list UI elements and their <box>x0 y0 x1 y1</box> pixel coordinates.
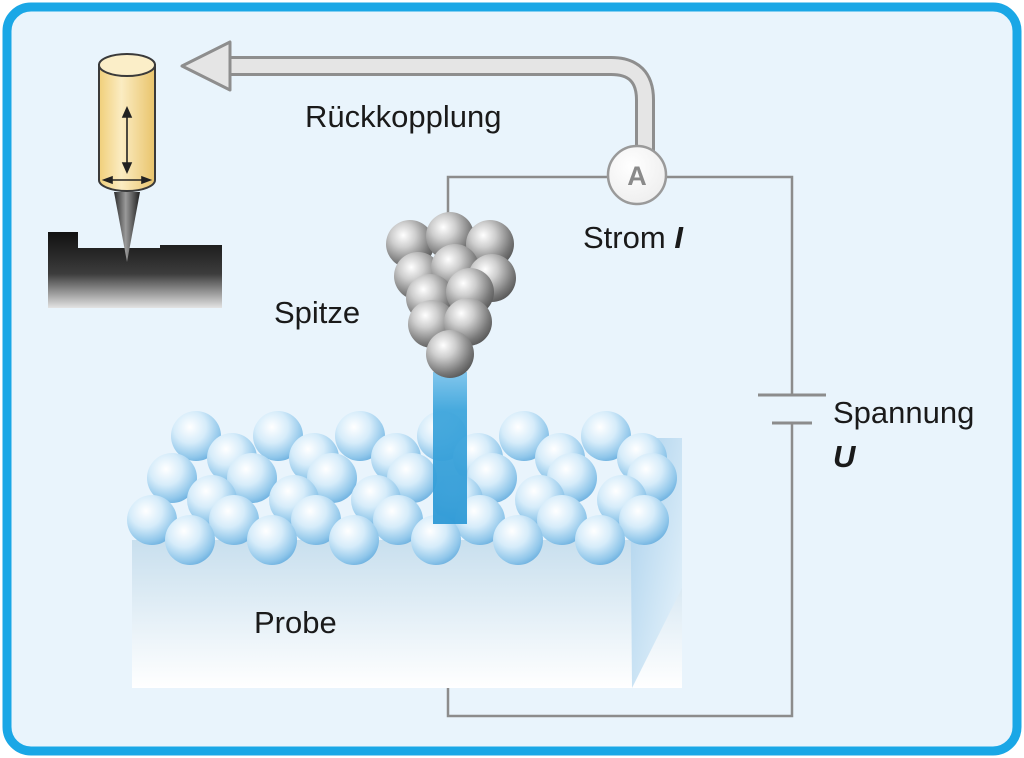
scan-surface <box>48 232 222 308</box>
ammeter-circle <box>606 144 668 206</box>
surface-atom <box>335 411 385 461</box>
surface-atom <box>227 453 277 503</box>
sample-front-face <box>132 540 682 688</box>
surface-atom <box>387 453 437 503</box>
current-symbol: I <box>674 220 684 255</box>
surface-atom <box>307 453 357 503</box>
surface-atom <box>171 411 221 461</box>
surface-atom <box>575 515 625 565</box>
current-label: Strom I <box>583 220 684 255</box>
scanner-needle <box>114 192 140 262</box>
surface-atom <box>329 515 379 565</box>
surface-atom <box>127 495 177 545</box>
current-label-text: Strom <box>583 220 666 255</box>
surface-atom <box>147 453 197 503</box>
surface-atom <box>247 515 297 565</box>
feedback-label: Rückkopplung <box>305 99 501 134</box>
surface-atom <box>165 515 215 565</box>
surface-atom <box>209 495 259 545</box>
voltage-source-symbol <box>758 393 826 425</box>
sample-label: Probe <box>254 605 337 640</box>
surface-atom <box>291 495 341 545</box>
surface-atom <box>455 495 505 545</box>
surface-atom <box>373 495 423 545</box>
tip-label: Spitze <box>274 295 360 330</box>
piezo-scanner-icon <box>48 53 222 308</box>
surface-atom <box>619 495 669 545</box>
surface-atom <box>253 411 303 461</box>
surface-atom <box>411 515 461 565</box>
ammeter: A <box>606 144 668 206</box>
tip-atom <box>466 220 514 268</box>
sample-surface-atoms <box>127 411 677 565</box>
surface-atom <box>537 495 587 545</box>
voltage-label: Spannung <box>833 395 974 430</box>
surface-atom <box>581 411 631 461</box>
tip-atoms <box>386 212 516 378</box>
feedback-arrow <box>180 40 655 152</box>
ammeter-label: A <box>627 161 647 191</box>
tunnel-current-beam <box>433 372 467 524</box>
tip-atom <box>426 330 474 378</box>
surface-atom <box>499 411 549 461</box>
surface-atom <box>493 515 543 565</box>
voltage-symbol: U <box>833 439 857 474</box>
